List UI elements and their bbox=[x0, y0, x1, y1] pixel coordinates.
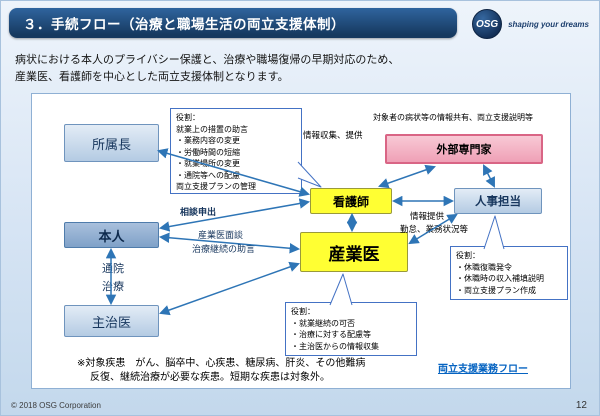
label-info-provide-2: 勤怠、業務状況等 bbox=[400, 224, 469, 234]
callout-line: ・就業場所の変更 bbox=[176, 159, 240, 168]
logo-monogram: OSG bbox=[475, 18, 499, 30]
page-title: ３．手続フロー（治療と職場生活の両立支援体制） bbox=[23, 17, 345, 32]
box-hr: 人事担当 bbox=[454, 188, 542, 214]
callout-heading: 役割： bbox=[291, 307, 315, 316]
arrow-expert-hr bbox=[483, 164, 495, 188]
disease-note: ※対象疾患 がん、脳卒中、心疾患、糖尿病、肝炎、その他難病 反復、継続治療が必要… bbox=[77, 357, 365, 385]
page-number: 12 bbox=[575, 400, 587, 411]
callout-heading: 役割： bbox=[176, 113, 200, 122]
diagram-panel: 役割： 就業上の措置の助言 ・業務内容の変更 ・労働時間の短縮 ・就業場所の変更… bbox=[31, 93, 571, 389]
note-line-1: ※対象疾患 がん、脳卒中、心疾患、糖尿病、肝炎、その他難病 bbox=[77, 358, 366, 369]
company-logo: OSG shaping your dreams bbox=[472, 9, 589, 39]
osg-logo-icon: OSG bbox=[472, 9, 503, 39]
callout-line: ・業務内容の変更 bbox=[176, 136, 240, 145]
label-hospital-visit: 通院 bbox=[102, 263, 124, 275]
box-nurse: 看護師 bbox=[310, 188, 392, 214]
label-consult: 相談申出 bbox=[180, 207, 217, 217]
intro-text: 病状における本人のプライバシー保護と、治療や職場復帰の早期対応のため、 産業医、… bbox=[15, 52, 399, 85]
arrow-doctor-physician bbox=[159, 261, 300, 316]
callout-line: ・休職時の収入補填説明 bbox=[456, 274, 544, 283]
copyright-text: © 2018 OSG Corporation bbox=[11, 401, 101, 410]
arrow-nurse-expert bbox=[378, 164, 436, 189]
callout-physician-role: 役割： ・就業継続の可否 ・治療に対する配慮等 ・主治医からの情報収集 bbox=[285, 302, 417, 356]
callout-nurse-role: 役割： 就業上の措置の助言 ・業務内容の変更 ・労働時間の短縮 ・就業場所の変更… bbox=[170, 108, 302, 194]
label-info-provide-1: 情報提供 bbox=[410, 211, 445, 221]
box-occupational-physician: 産業医 bbox=[300, 232, 408, 272]
callout-heading: 役割： bbox=[456, 251, 480, 260]
flow-link[interactable]: 両立支援業務フロー bbox=[438, 364, 528, 375]
callout-line: ・治療に対する配慮等 bbox=[291, 330, 371, 339]
callout-tail-hr bbox=[483, 215, 505, 250]
callout-line: 就業上の措置の助言 bbox=[176, 124, 248, 134]
label-treatment: 治療 bbox=[102, 281, 124, 293]
callout-line: ・通院等への配慮 bbox=[176, 170, 240, 180]
callout-line: 両立支援プランの管理 bbox=[176, 182, 256, 191]
intro-line-1: 病状における本人のプライバシー保護と、治療や職場復帰の早期対応のため、 bbox=[15, 54, 400, 66]
slide-title-bar: ３．手続フロー（治療と職場生活の両立支援体制） bbox=[9, 8, 457, 38]
box-doctor: 主治医 bbox=[64, 305, 159, 337]
label-info-share: 対象者の病状等の情報共有、両立支援説明等 bbox=[373, 113, 533, 122]
intro-line-2: 産業医、看護師を中心とした両立支援体制となります。 bbox=[15, 70, 289, 83]
label-info-collect: 情報収集、提供 bbox=[303, 130, 363, 140]
box-employee: 本人 bbox=[64, 222, 159, 248]
note-line-2: 反復、継続治療が必要な疾患。短期な疾患は対象外。 bbox=[90, 372, 330, 383]
box-external-expert: 外部専門家 bbox=[385, 134, 543, 164]
logo-tagline: shaping your dreams bbox=[508, 19, 589, 29]
callout-hr-role: 役割： ・休職復職発令 ・休職時の収入補填説明 ・両立支援プラン作成 bbox=[450, 246, 568, 300]
box-manager: 所属長 bbox=[64, 124, 159, 162]
callout-tail-physician bbox=[329, 273, 353, 306]
label-interview-2: 治療継続の助言 bbox=[192, 244, 256, 254]
label-interview-1: 産業医面談 bbox=[198, 230, 244, 240]
callout-line: ・労働時間の短縮 bbox=[176, 147, 240, 157]
callout-line: ・両立支援プラン作成 bbox=[456, 285, 536, 295]
callout-line: ・休職復職発令 bbox=[456, 262, 512, 272]
callout-line: ・就業継続の可否 bbox=[291, 318, 355, 328]
callout-line: ・主治医からの情報収集 bbox=[291, 341, 379, 351]
